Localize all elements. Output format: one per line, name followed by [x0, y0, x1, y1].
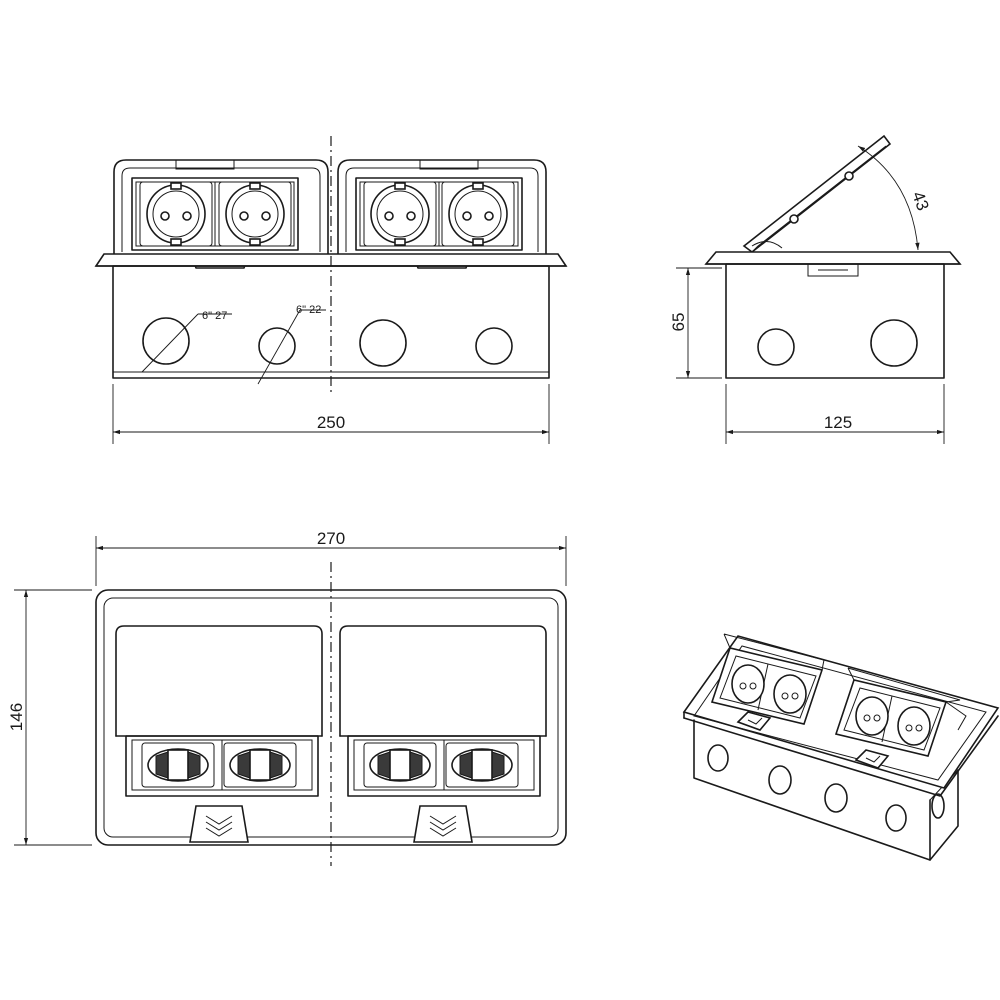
knockout-hole [359, 319, 407, 367]
side-height-dimension: 65 [669, 313, 688, 332]
top-height-dimension: 146 [7, 703, 26, 731]
side-view: 43 65 125 [669, 134, 962, 444]
iso-right-module [834, 667, 967, 769]
isometric-view [682, 633, 1000, 861]
socket-icon [855, 696, 889, 736]
knockout-hole [258, 327, 296, 365]
socket-icon [897, 706, 931, 746]
socket-icon [441, 181, 515, 247]
knockout-hole [824, 783, 848, 813]
left-cover-module [115, 625, 323, 843]
hole-small-label: 6" 22 [296, 304, 321, 316]
left-socket-module [113, 159, 329, 269]
socket-icon [139, 181, 213, 247]
socket-icon [141, 742, 215, 788]
socket-icon [445, 742, 519, 788]
right-socket-module [337, 159, 547, 269]
socket-icon [223, 742, 297, 788]
knockout-hole [931, 793, 945, 819]
knockout-hole [757, 328, 795, 366]
socket-icon [731, 664, 765, 704]
open-lid [742, 134, 892, 254]
knockout-hole [885, 804, 907, 832]
knockout-hole [142, 317, 190, 365]
right-cover-module [339, 625, 547, 843]
iso-left-module [710, 633, 825, 731]
side-depth-dimension: 125 [824, 413, 852, 432]
front-view: 6" 27 6" 22 250 [94, 136, 568, 444]
top-width-dimension: 270 [317, 529, 345, 548]
lid-angle-dimension: 43 [908, 189, 932, 213]
knockout-hole [475, 327, 513, 365]
knockout-hole [707, 744, 729, 772]
hole-large-label: 6" 27 [202, 310, 227, 322]
knockout-hole [768, 765, 792, 795]
top-view: 270 146 [7, 529, 567, 866]
front-width-dimension: 250 [317, 413, 345, 432]
knockout-hole [870, 319, 918, 367]
side-body [725, 263, 945, 379]
socket-icon [363, 742, 437, 788]
socket-icon [773, 674, 807, 714]
socket-icon [218, 181, 292, 247]
socket-icon [363, 181, 437, 247]
